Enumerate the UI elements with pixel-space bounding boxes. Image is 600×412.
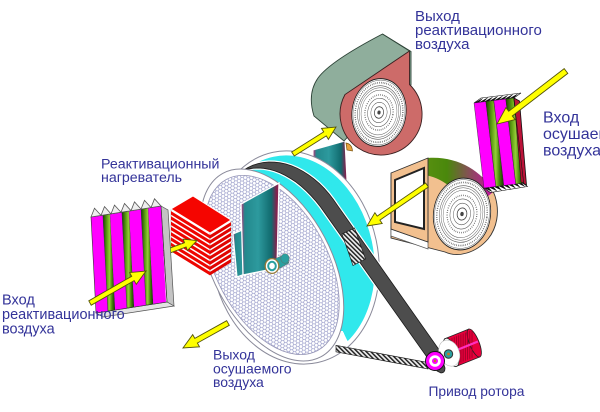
svg-text:Привод ротора: Привод ротора	[429, 384, 525, 399]
